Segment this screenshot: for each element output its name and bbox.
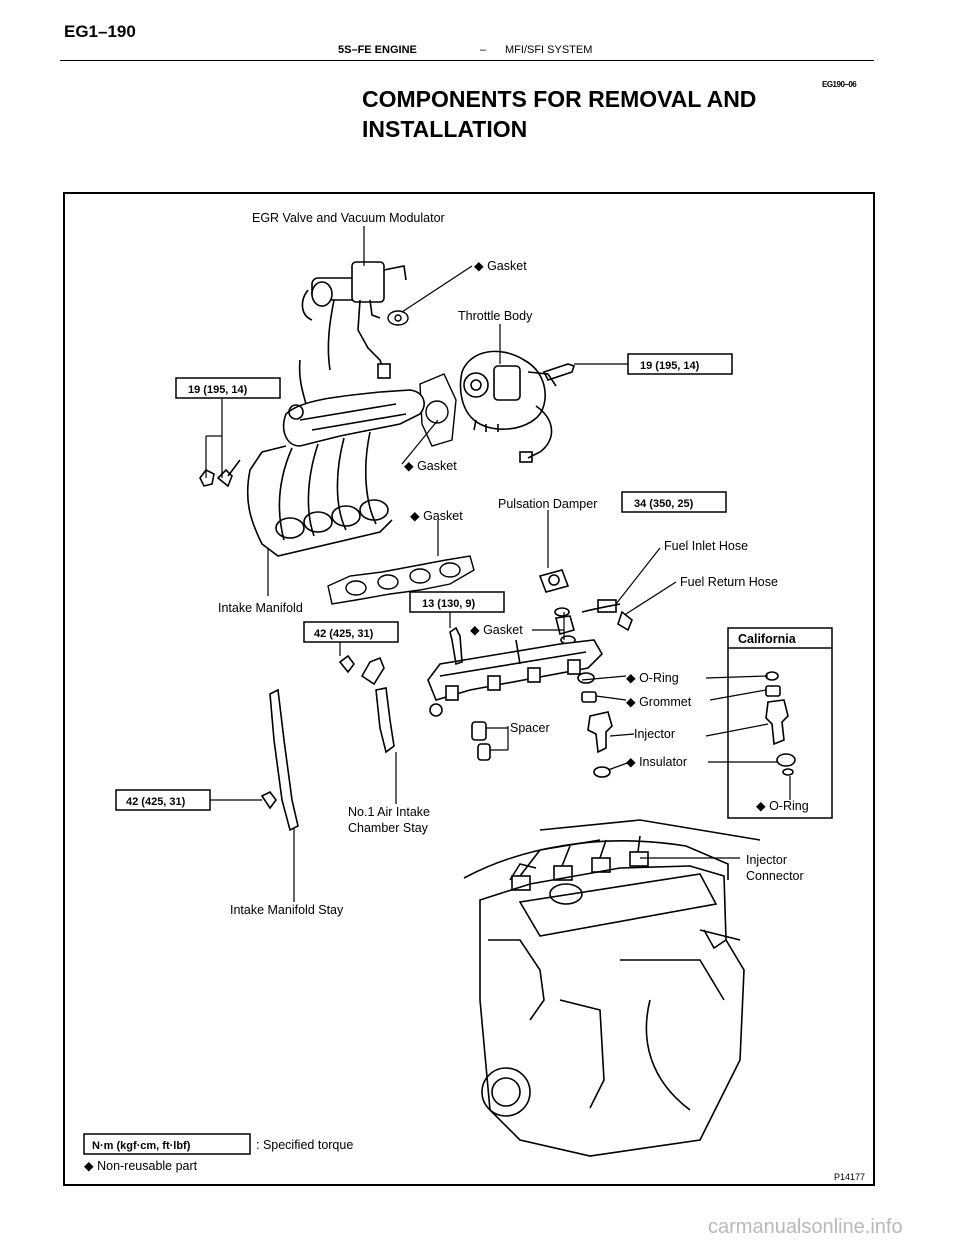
fuel-hoses-drawing (581, 599, 633, 632)
label-air-intake-stay-line-2: Chamber Stay (348, 821, 429, 835)
throttle-gasket-drawing (419, 373, 457, 447)
air-intake-stay-drawing (375, 687, 395, 754)
engine-drawing (463, 819, 761, 1157)
header-system: MFI/SFI SYSTEM (505, 44, 593, 56)
california-box (727, 627, 833, 819)
legend-torque-desc: : Specified torque (256, 1138, 353, 1152)
injector-drawing (577, 672, 613, 778)
torque-air-stay-bolt: 42 (425, 31) (314, 628, 374, 640)
torque-box-delivery (409, 591, 505, 613)
label-o-ring-california: ◆ O-Ring (756, 799, 809, 813)
header-rule (60, 60, 874, 61)
air-stay-bolt-drawing (338, 654, 385, 686)
torque-throttle-body-bolt: 19 (195, 14) (640, 360, 700, 372)
torque-delivery-pipe-bolt: 13 (130, 9) (422, 598, 476, 610)
label-pulsation-damper: Pulsation Damper (498, 497, 597, 511)
manifold-gasket-drawing (327, 555, 475, 605)
label-gasket-manifold: ◆ Gasket (410, 509, 463, 523)
label-gasket-damper: ◆ Gasket (470, 623, 523, 637)
torque-box-manifold-stay (115, 789, 211, 811)
label-injector-connector-line-2: Connector (746, 869, 804, 883)
label-air-intake-stay-line-1: No.1 Air Intake (348, 805, 430, 819)
intake-manifold-drawing (246, 359, 425, 557)
label-egr-valve: EGR Valve and Vacuum Modulator (252, 211, 445, 225)
section-title-line-2: INSTALLATION (362, 116, 528, 142)
label-fuel-inlet-hose: Fuel Inlet Hose (664, 539, 748, 553)
diagram-frame (63, 192, 875, 1186)
page-number: EG1–190 (64, 22, 136, 41)
spacer-drawing (471, 721, 491, 761)
label-gasket-egr: ◆ Gasket (474, 259, 527, 273)
pulsation-damper-drawing (538, 569, 576, 645)
manifold-bolts-drawing (199, 459, 241, 488)
label-grommet: ◆ Grommet (626, 695, 692, 709)
torque-pulsation-damper: 34 (350, 25) (634, 498, 694, 510)
label-insulator: ◆ Insulator (626, 755, 687, 769)
label-injector-connector-line-1: Injector (746, 853, 787, 867)
delivery-pipe-drawing (427, 639, 603, 717)
throttle-body-drawing (459, 350, 557, 463)
label-california: California (738, 632, 797, 646)
label-o-ring: ◆ O-Ring (626, 671, 679, 685)
header-separator: – (480, 44, 487, 56)
legend-torque-key: N·m (kgf·cm, ft·lbf) (92, 1140, 191, 1152)
torque-manifold-bolt: 19 (195, 14) (188, 384, 248, 396)
watermark: carmanualsonline.info (708, 1216, 903, 1238)
leader-lines (205, 226, 791, 902)
legend-nonreusable: ◆ Non-reusable part (84, 1159, 198, 1173)
throttle-bolt-drawing (542, 363, 576, 381)
torque-box-air-stay (303, 621, 399, 643)
legend-torque-box (83, 1133, 251, 1155)
label-intake-manifold: Intake Manifold (218, 601, 303, 615)
label-throttle-body: Throttle Body (458, 309, 533, 323)
delivery-bolt-drawing (449, 626, 463, 666)
label-fuel-return-hose: Fuel Return Hose (680, 575, 778, 589)
torque-box-damper (621, 491, 727, 513)
egr-valve-drawing (301, 261, 407, 379)
egr-gasket-drawing (387, 310, 409, 326)
manifold-stay-drawing (260, 688, 299, 832)
label-spacer: Spacer (510, 721, 550, 735)
torque-box-manifold (175, 377, 281, 399)
torque-box-throttle (627, 353, 733, 375)
figure-id: P14177 (834, 1172, 865, 1182)
torque-manifold-stay-bolt: 42 (425, 31) (126, 796, 186, 808)
label-intake-manifold-stay: Intake Manifold Stay (230, 903, 344, 917)
figure-code: EG190–06 (822, 80, 857, 89)
header-engine: 5S–FE ENGINE (338, 44, 417, 56)
section-title-line-1: COMPONENTS FOR REMOVAL AND (362, 86, 757, 112)
california-injector-drawing (765, 671, 796, 776)
label-gasket-throttle: ◆ Gasket (404, 459, 457, 473)
label-injector: Injector (634, 727, 675, 741)
